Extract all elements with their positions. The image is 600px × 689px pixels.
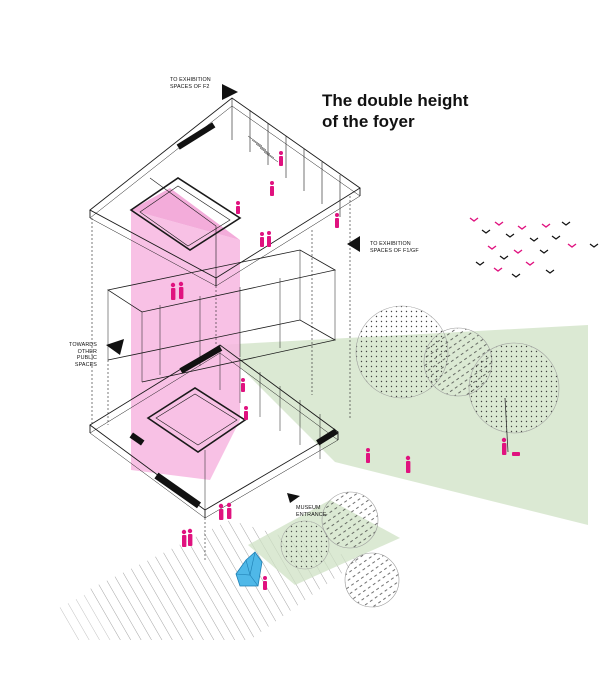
person-icon (260, 232, 264, 247)
bird-icon (541, 223, 551, 228)
person-icon (335, 213, 339, 228)
bird-icon (539, 249, 549, 254)
title-line-1: The double height (322, 91, 469, 110)
arrow-icon (222, 84, 238, 100)
bird-icon (529, 237, 539, 242)
tree-icon (344, 552, 400, 608)
person-icon (181, 529, 187, 547)
tree-icon (280, 520, 330, 570)
arrow-icon (106, 339, 124, 355)
bird-icon (511, 273, 521, 278)
bird-icon (551, 235, 561, 240)
lower-wall-segment (154, 472, 202, 509)
label-line: TO EXHIBITION (170, 77, 211, 83)
lower-wall-segment (316, 428, 338, 446)
label-exhibition-f2: TO EXHIBITION SPACES OF F2 (170, 77, 211, 90)
arrow-icon (287, 493, 300, 503)
bird-icon (525, 261, 535, 266)
label-line: TO EXHIBITION (370, 241, 411, 247)
person-icon (405, 455, 411, 473)
tree-icon (468, 342, 560, 434)
bird-flock (469, 217, 599, 278)
person-icon (267, 231, 271, 247)
person-icon (226, 502, 232, 519)
bird-icon (475, 261, 485, 266)
person-icon (187, 528, 193, 546)
label-exhibition-f1gf: TO EXHIBITION SPACES OF F1/GF (370, 241, 419, 254)
label-public-spaces: TOWARDS OTHER PUBLIC SPACES (55, 342, 97, 368)
double-height-void (131, 188, 240, 480)
bird-icon (567, 243, 577, 248)
label-line: TOWARDS (69, 342, 97, 348)
person-icon (501, 437, 507, 455)
bird-icon (545, 269, 555, 274)
label-line: MUSEUM (296, 505, 321, 511)
label-line: ENTRANCE (296, 511, 327, 518)
bird-icon (561, 221, 571, 226)
bird-icon (493, 267, 503, 272)
bird-icon (505, 233, 515, 238)
projection-lines (91, 196, 351, 560)
direction-arrows (106, 84, 360, 503)
middle-bridge (106, 249, 337, 383)
label-line: SPACES OF F2 (170, 83, 210, 90)
bird-icon (494, 221, 504, 226)
upper-wall-segment (176, 122, 216, 150)
people (170, 151, 520, 590)
bird-icon (469, 217, 479, 222)
arrow-icon (347, 236, 360, 252)
bird-icon (481, 229, 491, 234)
person-icon (241, 378, 245, 392)
person-icon (263, 576, 267, 590)
bird-icon (589, 243, 599, 248)
label-line: SPACES OF F1/GF (370, 247, 419, 254)
title-line-2: of the foyer (322, 112, 415, 131)
label-line: OTHER (77, 348, 97, 355)
label-museum-entrance: MUSEUM ENTRANCE (296, 505, 326, 518)
trees (280, 305, 560, 608)
person-icon (270, 181, 274, 196)
lower-wall-segment (129, 432, 145, 446)
sculpture-icon (235, 551, 263, 587)
bird-icon (517, 225, 527, 230)
person-icon (244, 406, 248, 420)
person-icon (218, 503, 224, 520)
bird-icon (513, 249, 523, 254)
diagram-title: The double height of the foyer (322, 90, 468, 132)
bird-icon (487, 245, 497, 250)
bird-icon (499, 255, 509, 260)
tree-icon (321, 491, 379, 549)
person-icon (366, 448, 370, 463)
lower-wall-segment (179, 345, 223, 374)
label-line: PUBLIC SPACES (74, 355, 97, 368)
person-icon (178, 281, 184, 299)
dog-icon (512, 452, 520, 456)
person-icon (279, 151, 283, 166)
person-icon (236, 201, 240, 214)
person-icon (170, 282, 176, 300)
upper-floor (89, 97, 361, 287)
